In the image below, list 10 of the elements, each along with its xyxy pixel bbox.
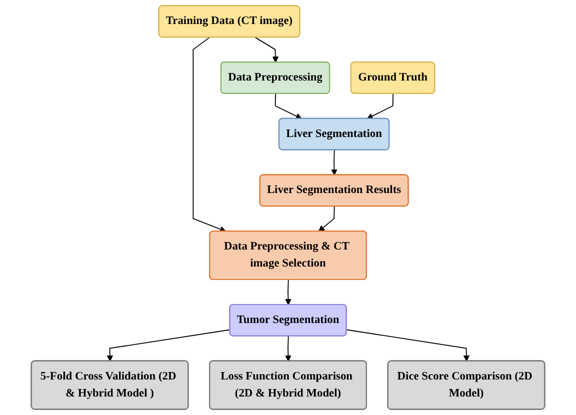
arrow [285,279,292,306]
arrow [366,93,394,119]
arrow [106,329,230,362]
arrow [331,150,338,176]
arrow [274,93,302,120]
arrow [192,36,226,232]
arrow [346,329,470,362]
arrow [318,206,335,232]
arrow [254,36,279,63]
arrow [285,336,292,362]
